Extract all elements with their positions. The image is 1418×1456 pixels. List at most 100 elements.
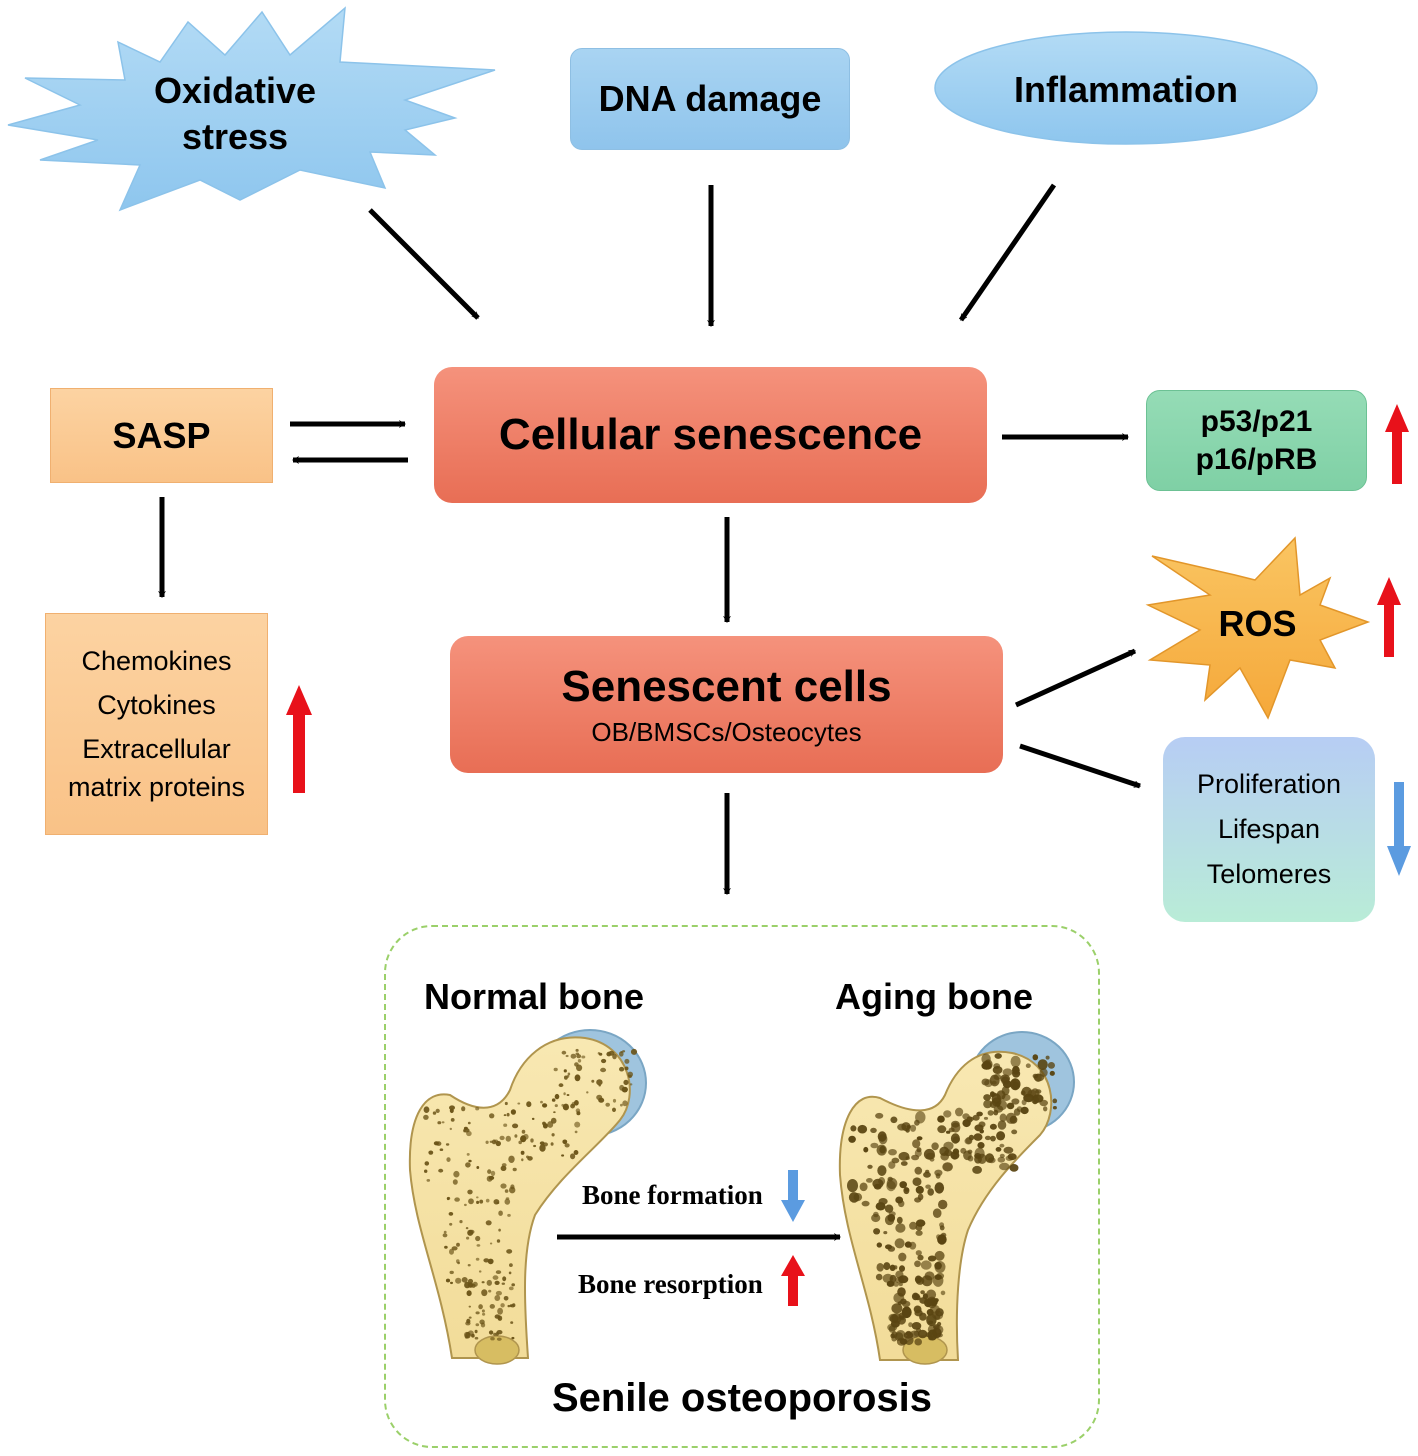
bone-pore (443, 1230, 447, 1234)
arrow-oxidative-to-senescence (368, 208, 480, 320)
bone-pore (932, 1274, 944, 1287)
bone-pore (1034, 1073, 1042, 1083)
inflammation-ellipse (934, 31, 1318, 145)
bone-pore (465, 1227, 469, 1230)
bone-pore (937, 1115, 945, 1123)
bone-pore (488, 1330, 494, 1335)
bone-pore (567, 1072, 571, 1076)
cellular-senescence-label: Cellular senescence (498, 410, 923, 459)
senile-osteoporosis-title: Senile osteoporosis (551, 1375, 933, 1420)
bone-pore (1002, 1080, 1012, 1089)
bone-pore (1037, 1059, 1048, 1070)
bone-pore (475, 1107, 480, 1111)
bone-pore (483, 1258, 490, 1263)
bone-pore (914, 1197, 922, 1203)
bone-pore (916, 1136, 923, 1141)
bone-pore (1032, 1054, 1039, 1061)
bone-pore (1035, 1089, 1042, 1094)
bone-pore (480, 1322, 486, 1328)
bone-pore (996, 1099, 1008, 1111)
bone-pore (624, 1058, 630, 1064)
bone-pore (1013, 1108, 1021, 1116)
bone-pore (576, 1111, 581, 1116)
bone-pore (475, 1235, 481, 1242)
increase-arrow-sasp-factors (286, 685, 312, 793)
bone-pore (468, 1198, 474, 1205)
bone-pore (565, 1054, 569, 1058)
bone-pore (929, 1157, 935, 1162)
bone-pore (984, 1135, 991, 1141)
decrease-arrow-proliferation (1387, 782, 1411, 876)
ros-label: ROS (1190, 600, 1325, 648)
bone-pore (494, 1295, 501, 1301)
bone-pore (913, 1305, 922, 1314)
bone-pore (920, 1290, 925, 1295)
bone-pore (921, 1275, 933, 1287)
bone-pore (542, 1103, 548, 1108)
bone-pore (999, 1113, 1007, 1122)
decrease-arrow-bone-formation (781, 1170, 805, 1222)
arrow-cells-to-decreased (1019, 743, 1140, 789)
bone-pore (891, 1157, 900, 1164)
bone-pore (490, 1337, 495, 1341)
bone-pore (495, 1290, 502, 1296)
bone-pore (899, 1265, 905, 1272)
bone-pore (890, 1116, 898, 1124)
bone-pore (474, 1329, 478, 1334)
bone-pore (934, 1250, 945, 1261)
bone-pore (446, 1197, 450, 1201)
bone-pore (955, 1107, 964, 1117)
bone-pore (623, 1079, 629, 1086)
bone-pore (553, 1111, 556, 1114)
bone-pore (1007, 1153, 1017, 1161)
bone-pore (478, 1270, 482, 1273)
bone-pore (965, 1136, 972, 1145)
bone-pore (914, 1166, 923, 1175)
bone-pore (901, 1300, 911, 1308)
bone-pore (424, 1161, 430, 1166)
bone-pore (487, 1258, 494, 1265)
aging-bone-illustration (838, 1031, 1075, 1365)
bone-pore (570, 1053, 577, 1059)
bone-pore (1039, 1099, 1048, 1107)
bone-pore (542, 1123, 548, 1129)
bone-pore (449, 1270, 454, 1275)
bone-pore (452, 1179, 458, 1185)
bone-pore (485, 1220, 492, 1226)
bone-pore (437, 1121, 442, 1125)
bone-pore (476, 1200, 480, 1204)
bone-pore (850, 1125, 857, 1132)
bone-pore (574, 1100, 579, 1106)
bone-pore (467, 1229, 474, 1236)
bone-pore (995, 1147, 1002, 1152)
bone-pore (888, 1149, 897, 1156)
bone-pore (1010, 1055, 1021, 1068)
bone-pore (1025, 1063, 1031, 1068)
bone-pore (886, 1280, 895, 1287)
bone-pore (1006, 1102, 1015, 1110)
bone-pore (887, 1214, 896, 1222)
bone-pore (445, 1278, 451, 1283)
bone-pore (476, 1166, 480, 1169)
bone-pore (866, 1178, 873, 1183)
bone-pore (428, 1150, 434, 1155)
bone-pore (914, 1275, 922, 1284)
bone-pore (934, 1262, 942, 1270)
bone-pore (465, 1162, 471, 1168)
bone-pore (919, 1312, 927, 1321)
dna-damage-label: DNA damage (598, 78, 822, 119)
bone-pore (859, 1182, 868, 1192)
bone-pore (908, 1322, 913, 1328)
bone-pore (905, 1127, 910, 1133)
bone-pore (601, 1058, 607, 1064)
arrow-inflammation-to-senescence (958, 183, 1057, 322)
bone-pore (449, 1127, 452, 1131)
decreased-features-box: Proliferation Lifespan Telomeres (1163, 737, 1375, 922)
bone-pore (508, 1155, 515, 1164)
bone-pore (915, 1230, 923, 1236)
bone-pore (475, 1323, 480, 1327)
bone-pore (472, 1281, 478, 1287)
bone-pore (972, 1165, 982, 1174)
aging-bone-label: Aging bone (835, 976, 1033, 1017)
